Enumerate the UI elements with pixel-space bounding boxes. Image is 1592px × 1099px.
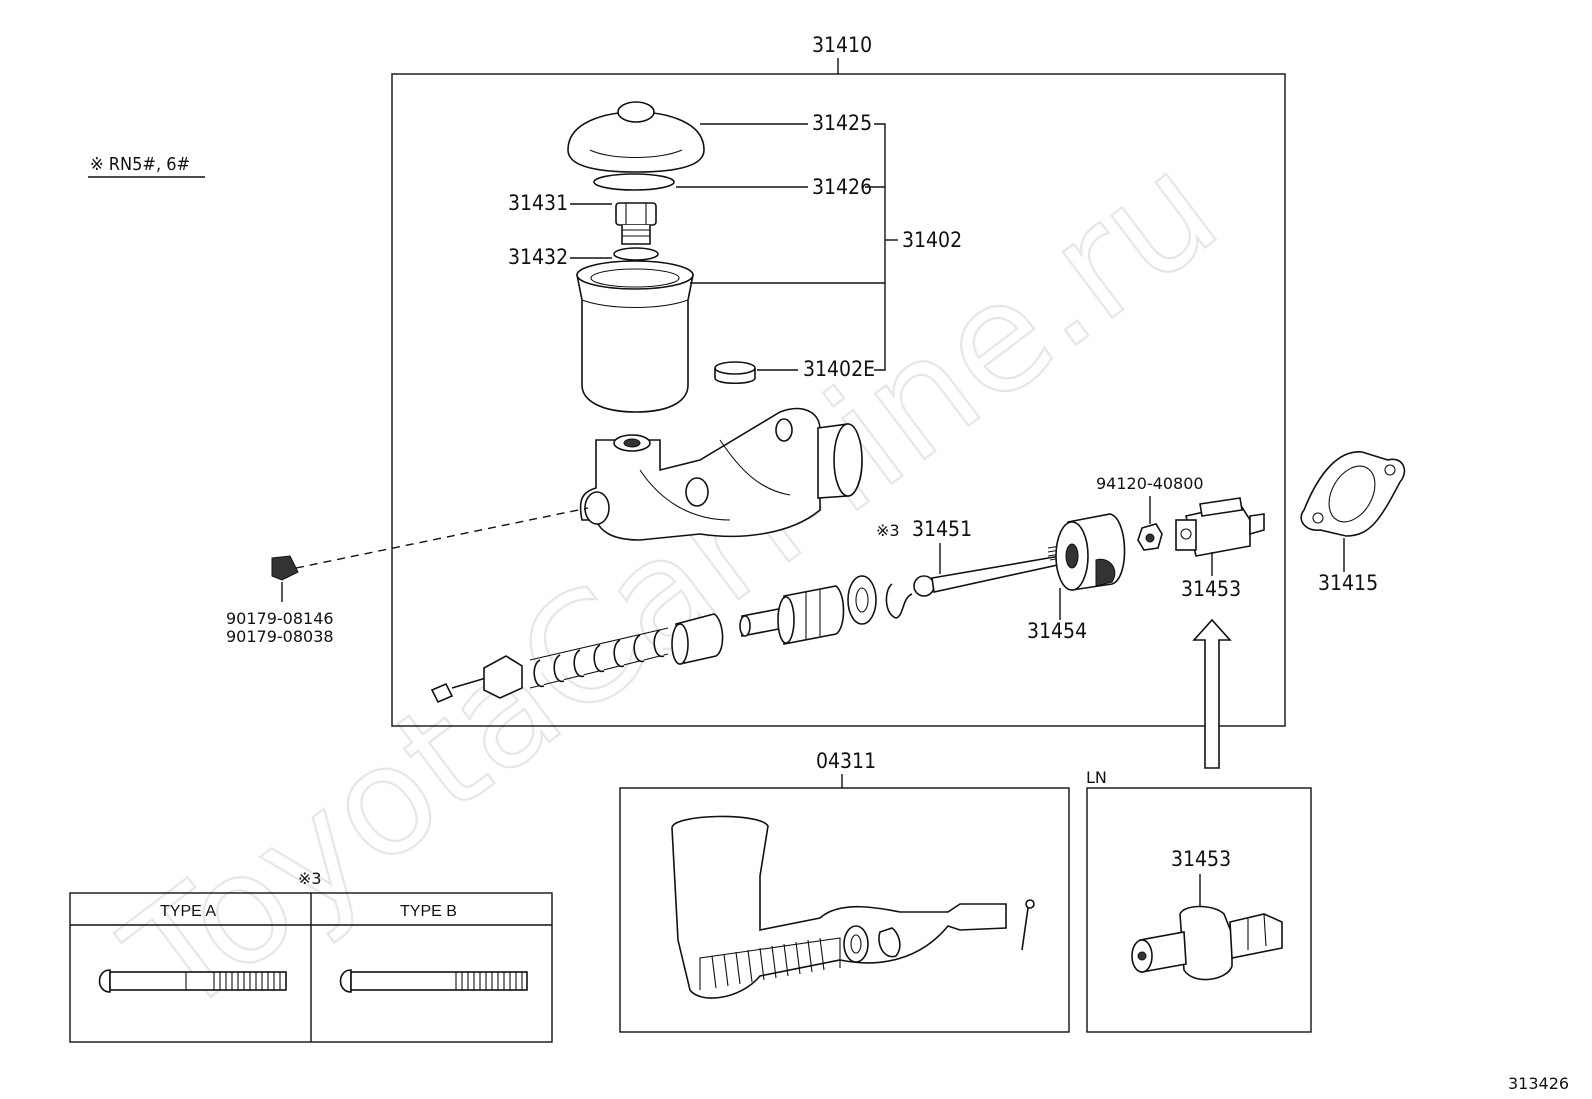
- retainer-part: [671, 613, 724, 665]
- callout-31415: 31415: [1318, 571, 1378, 595]
- callout-31431: 31431: [508, 191, 568, 215]
- cap-part: [615, 202, 657, 245]
- washer-part: [847, 575, 877, 625]
- nut-part: [1137, 523, 1163, 551]
- gasket-part: [1300, 451, 1406, 537]
- kit-parts: [671, 815, 1035, 999]
- callout-31402E: 31402E: [803, 357, 875, 381]
- up-arrow-icon: [1192, 618, 1232, 769]
- table-mark: ※3: [298, 869, 322, 888]
- push-rod-part: [913, 543, 1073, 597]
- variant-label: LN: [1086, 768, 1107, 787]
- boot-ring-part: [593, 173, 675, 191]
- bushing-part: [1175, 497, 1265, 557]
- piston-part: [739, 585, 845, 645]
- type-b-rod: [339, 969, 528, 993]
- dashed-guide: [295, 507, 589, 569]
- callout-31426: 31426: [812, 175, 872, 199]
- callout-31453: 31453: [1181, 577, 1241, 601]
- ref-mark: ※3: [876, 521, 900, 540]
- type-b-header: TYPE B: [400, 903, 457, 920]
- assembly-frame: [391, 73, 1286, 727]
- boot-part: [567, 101, 705, 173]
- callout-04311: 04311: [816, 749, 876, 773]
- callout-31410: 31410: [812, 33, 872, 57]
- callout-31454: 31454: [1027, 619, 1087, 643]
- cylinder-body-part: [579, 407, 863, 541]
- plug-part: [271, 555, 299, 581]
- variant-frame: [1086, 787, 1312, 1033]
- reservoir-part: [576, 260, 694, 413]
- grommet-part: [714, 361, 756, 385]
- callout-plug-a: 90179-08146: [226, 609, 334, 628]
- callout-nut: 94120-40800: [1096, 474, 1204, 493]
- type-a-header: TYPE A: [160, 903, 216, 920]
- diagram-id: 313426: [1508, 1074, 1569, 1093]
- callout-31451: 31451: [912, 517, 972, 541]
- snap-ring-part: [885, 583, 913, 619]
- callout-variant-31453: 31453: [1171, 847, 1231, 871]
- callout-31402: 31402: [902, 228, 962, 252]
- model-note: ※ RN5#, 6#: [90, 154, 190, 175]
- callout-plug-b: 90179-08038: [226, 627, 334, 646]
- variant-bushing-part: [1131, 905, 1283, 981]
- kit-frame: [619, 787, 1070, 1033]
- strainer-part: [613, 247, 659, 261]
- callout-31432: 31432: [508, 245, 568, 269]
- bracket-31402: [874, 123, 886, 371]
- spring-part: [430, 627, 669, 704]
- callout-31425: 31425: [812, 111, 872, 135]
- clevis-part: [1055, 513, 1126, 591]
- type-a-rod: [98, 969, 287, 993]
